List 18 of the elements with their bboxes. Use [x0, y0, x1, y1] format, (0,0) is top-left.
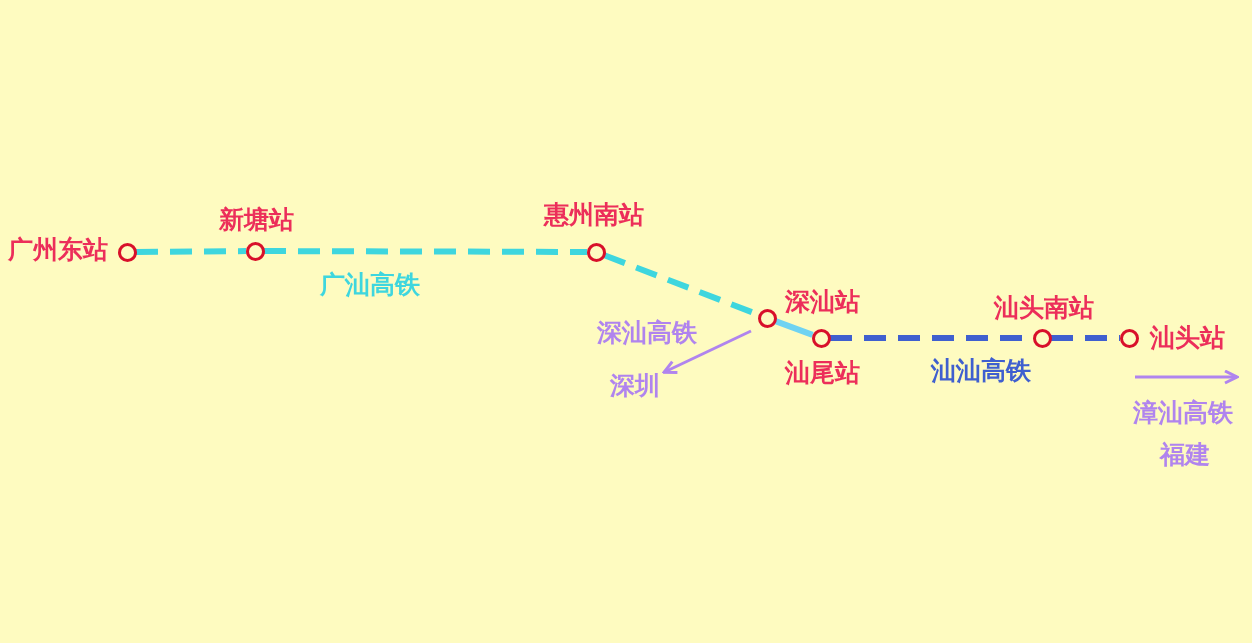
station-name: 广州东站 [8, 236, 108, 264]
edge-label: 深汕高铁 [597, 319, 697, 347]
station-name: 惠州南站 [544, 201, 644, 229]
place-name: 漳汕高铁 [1133, 399, 1233, 427]
arrow [662, 329, 752, 375]
station-name: 深汕站 [784, 288, 860, 316]
edge-label: 汕汕高铁 [931, 357, 1031, 385]
rail-line [774, 318, 814, 338]
rail-line [264, 248, 587, 255]
place-name: 福建 [1160, 441, 1210, 469]
station-name: 新塘站 [218, 206, 294, 234]
station-name: 汕头站 [1149, 324, 1225, 352]
station-name: 汕尾站 [784, 359, 860, 387]
rail-line [1051, 335, 1120, 341]
rail-line [135, 248, 247, 255]
edge-label: 广汕高铁 [320, 271, 420, 299]
place-name: 深圳 [610, 372, 660, 400]
station-name: 汕头南站 [994, 294, 1094, 322]
